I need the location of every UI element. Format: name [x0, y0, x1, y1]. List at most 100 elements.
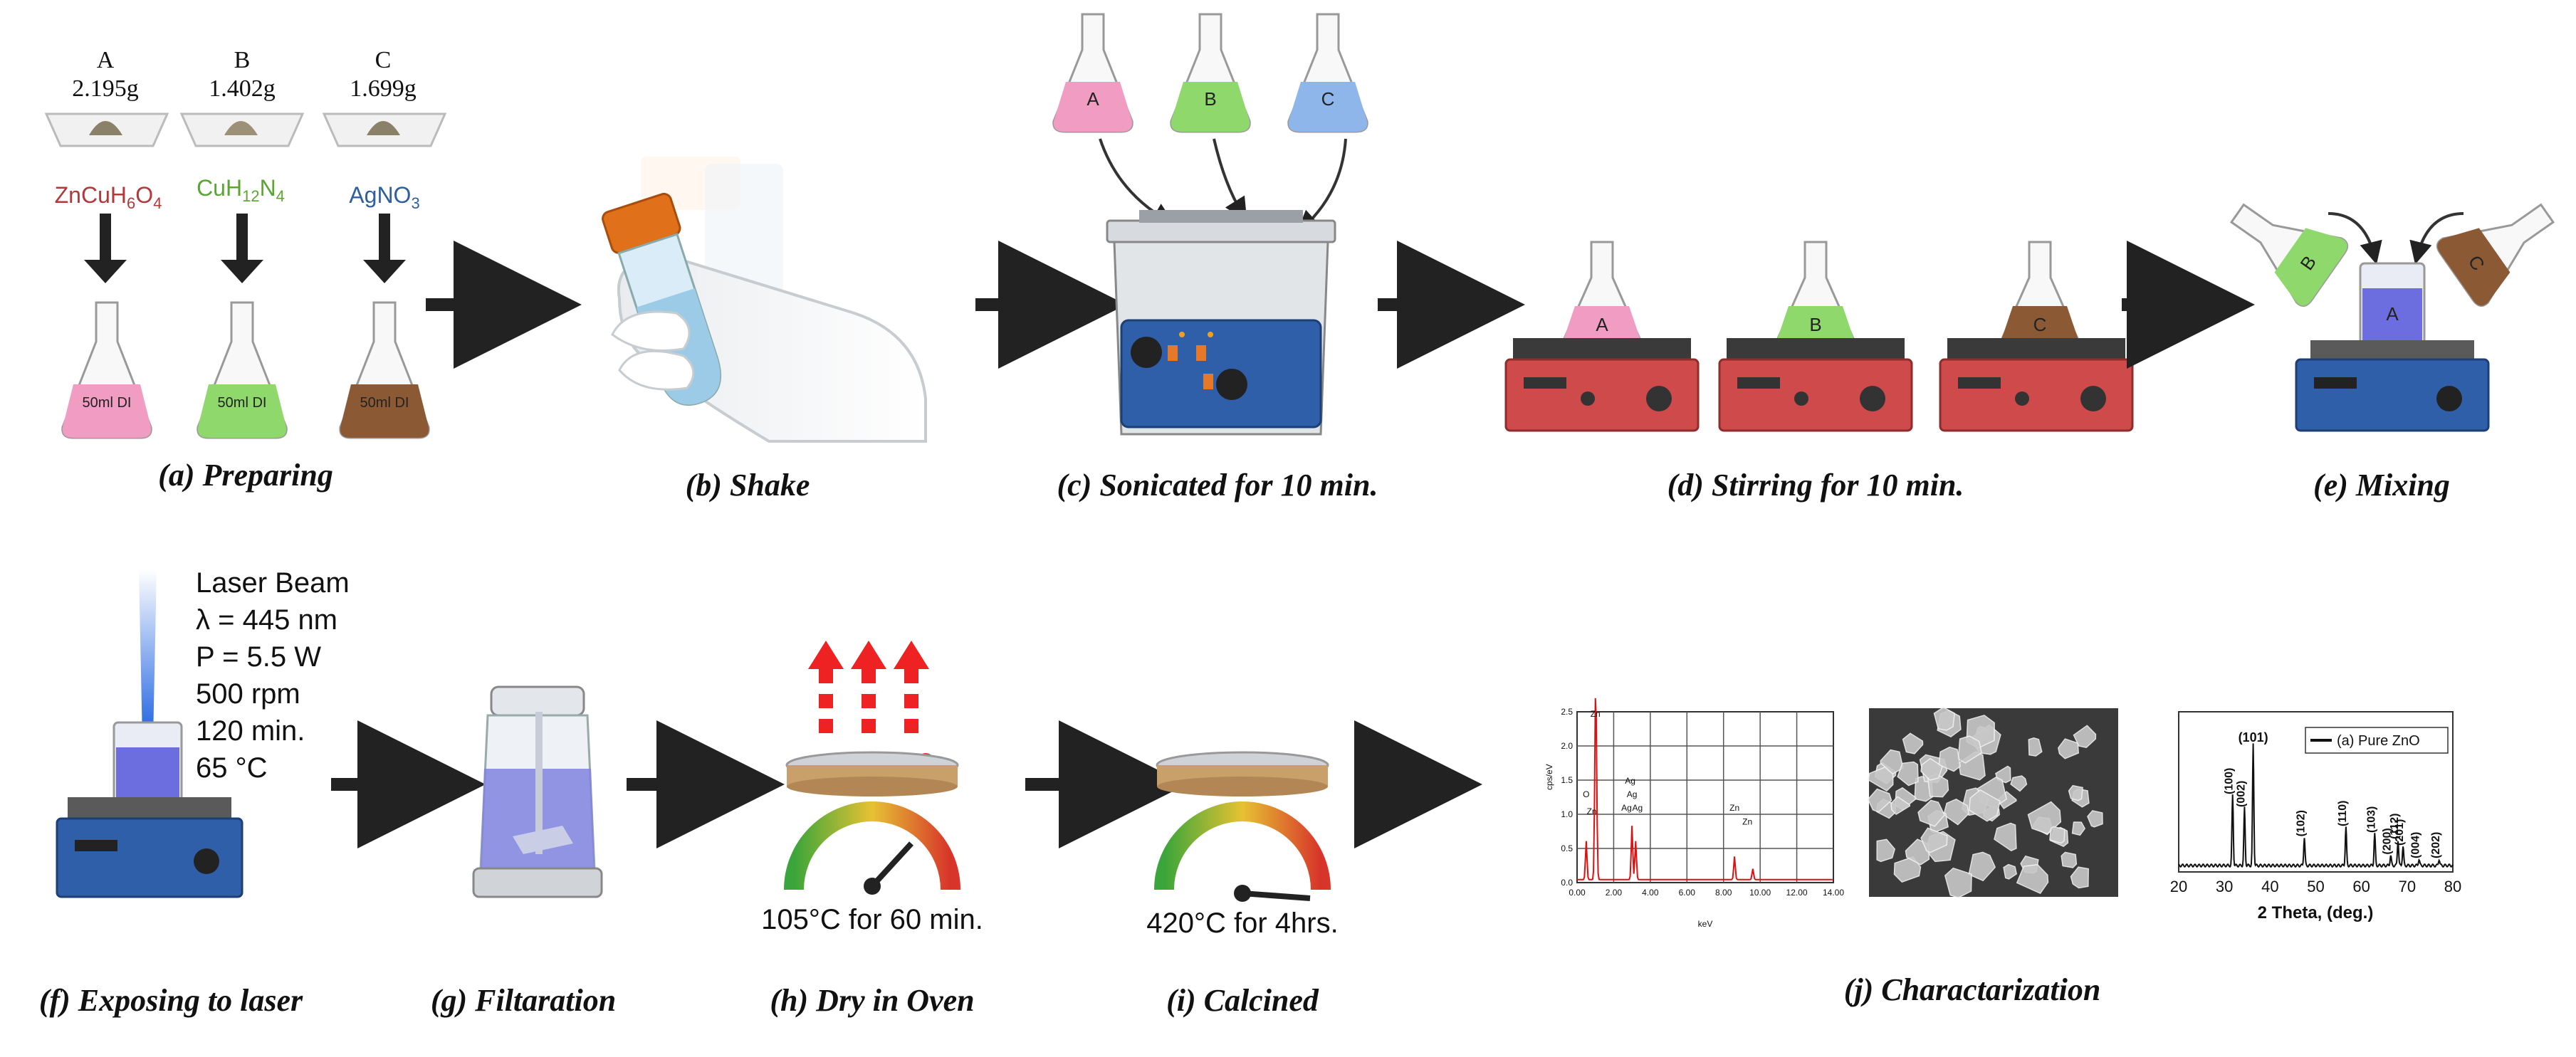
- svg-text:A: A: [1087, 88, 1099, 110]
- edx-peak-label: Zn: [1587, 806, 1597, 816]
- edx-xtick: 14.00: [1823, 888, 1844, 898]
- edx-ytick: 0.0: [1561, 878, 1573, 888]
- svg-text:2 Theta, (deg.): 2 Theta, (deg.): [2258, 903, 2374, 922]
- sonic-flask-c: C: [1287, 13, 1368, 133]
- xrd-xtick: 40: [2261, 878, 2278, 895]
- reagent-b-mass: 1.402g: [209, 75, 276, 102]
- svg-text:A: A: [1596, 314, 1608, 335]
- sem-image: [1867, 706, 2118, 898]
- stirrer-a: A: [1504, 241, 1700, 432]
- edx-ytick: 1.5: [1561, 775, 1573, 785]
- svg-text:C: C: [2033, 314, 2047, 335]
- stirrer-c: C: [1939, 241, 2134, 432]
- mix-flask-b: B: [2229, 203, 2349, 307]
- xrd-peak-label: (101): [2239, 730, 2268, 745]
- svg-text:(a) Pure ZnO: (a) Pure ZnO: [2337, 733, 2420, 749]
- edx-xtick: 12.00: [1786, 888, 1808, 898]
- svg-text:500 rpm: 500 rpm: [196, 678, 300, 710]
- caption-i: (i) Calcined: [1166, 983, 1319, 1018]
- caption-a: (a) Preparing: [158, 458, 333, 493]
- svg-text:50ml DI: 50ml DI: [360, 395, 409, 411]
- step-i-calcined: 420°C for 4hrs. (i) Calcined: [1146, 751, 1339, 1018]
- xrd-peak-label: (002): [2235, 781, 2247, 807]
- down-arrows: [84, 214, 406, 283]
- reagent-a-mass: 2.195g: [72, 75, 139, 102]
- edx-ytick: 1.0: [1561, 809, 1573, 819]
- svg-text:B: B: [1204, 88, 1216, 110]
- stirrer-b: B: [1718, 241, 1913, 432]
- caption-h: (h) Dry in Oven: [770, 983, 974, 1018]
- svg-text:cps/eV: cps/eV: [1544, 764, 1554, 790]
- heat-arrows: [808, 641, 934, 770]
- reagent-c-letter: C: [375, 47, 392, 73]
- step-h-dry: 105°C for 60 min. (h) Dry in Oven: [761, 641, 983, 1018]
- edx-xtick: 6.00: [1679, 888, 1696, 898]
- xrd-xtick: 50: [2307, 878, 2324, 895]
- edx-peak-label: Zn: [1591, 709, 1601, 719]
- step-b-shake: (b) Shake: [602, 157, 927, 503]
- step-a-preparing: A 2.195g B 1.402g C 1.699g ZnCuH6O4 CuH1…: [44, 47, 447, 493]
- oven-gauge: [784, 801, 960, 890]
- flask-b-di: 50ml DI: [197, 301, 288, 439]
- reagent-c-mass: 1.699g: [350, 75, 417, 102]
- oven-condition: 105°C for 60 min.: [761, 904, 983, 935]
- edx-xtick: 8.00: [1715, 888, 1732, 898]
- xrd-peak-label: (102): [2295, 810, 2307, 836]
- xrd-peak-label: (112): [2389, 814, 2401, 839]
- svg-text:50ml DI: 50ml DI: [83, 395, 132, 411]
- edx-peak-label: Zn: [1742, 816, 1752, 826]
- edx-xtick: 10.00: [1749, 888, 1771, 898]
- flask-c-di: 50ml DI: [339, 301, 430, 439]
- svg-text:keV: keV: [1698, 919, 1713, 929]
- edx-xtick: 0.00: [1569, 888, 1586, 898]
- edx-peak-label: Ag: [1627, 789, 1638, 799]
- reagent-b-letter: B: [234, 47, 251, 73]
- edx-xtick: 4.00: [1642, 888, 1659, 898]
- xrd-xtick: 80: [2444, 878, 2461, 895]
- laser-params: Laser Beam λ = 445 nm P = 5.5 W 500 rpm …: [196, 567, 350, 784]
- caption-g: (g) Filtaration: [431, 983, 616, 1018]
- xrd-xtick: 20: [2170, 878, 2187, 895]
- xrd-xtick: 30: [2216, 878, 2233, 895]
- svg-text:65 °C: 65 °C: [196, 752, 268, 784]
- edx-ytick: 0.5: [1561, 843, 1573, 853]
- step-g-filtration: (g) Filtaration: [431, 685, 616, 1018]
- edx-peak-label: Ag: [1621, 803, 1632, 813]
- xrd-peak-label: (100): [2224, 768, 2236, 794]
- step-e-mixing: B C A (e) Mixing: [2229, 203, 2555, 503]
- xrd-xtick: 60: [2352, 878, 2370, 895]
- calcine-gauge: [1154, 801, 1331, 890]
- calcine-condition: 420°C for 4hrs.: [1146, 908, 1338, 939]
- xrd-xtick: 70: [2399, 878, 2416, 895]
- mix-flask-c: C: [2436, 203, 2555, 307]
- edx-peak-label: O: [1583, 789, 1589, 799]
- edx-peak-label: Ag: [1625, 776, 1635, 786]
- svg-text:B: B: [1809, 314, 1821, 335]
- step-d-stirring: A B C (d) Stirring for 10: [1504, 241, 2134, 503]
- svg-text:C: C: [1321, 88, 1335, 110]
- svg-text:Laser Beam: Laser Beam: [196, 567, 350, 599]
- xrd-peak-label: (202): [2430, 832, 2442, 858]
- sonicator: [1106, 210, 1336, 436]
- edx-peak-label: Ag: [1633, 803, 1643, 813]
- xrd-peak-label: (103): [2365, 806, 2377, 833]
- sonic-flask-a: A: [1052, 13, 1133, 133]
- caption-d: (d) Stirring for 10 min.: [1667, 468, 1964, 503]
- caption-j: (j) Charactarization: [1844, 972, 2101, 1007]
- edx-xtick: 2.00: [1606, 888, 1623, 898]
- weighing-boat-b: [179, 112, 305, 147]
- weighing-boat-c: [322, 112, 447, 147]
- weighing-boat-a: [44, 112, 169, 147]
- svg-text:50ml DI: 50ml DI: [218, 395, 267, 411]
- step-c-sonicated: A B C (c: [1052, 13, 1378, 503]
- xrd-peak-label: (200): [2382, 828, 2394, 854]
- edx-peak-label: Zn: [1729, 803, 1739, 813]
- reagent-a-letter: A: [97, 47, 115, 73]
- sonic-flask-b: B: [1170, 13, 1251, 133]
- xrd-pattern: (a) Pure ZnO 20 30 40 50 60 70 80 (100)(002) (1…: [2170, 711, 2461, 922]
- caption-f: (f) Exposing to laser: [39, 983, 303, 1018]
- xrd-peak-label: (201): [2394, 819, 2406, 846]
- edx-spectrum: cps/eV keV 0.00 2.00 4.00 6.00 8.00 10.00 12.0…: [1544, 698, 1844, 929]
- caption-e: (e) Mixing: [2313, 468, 2450, 503]
